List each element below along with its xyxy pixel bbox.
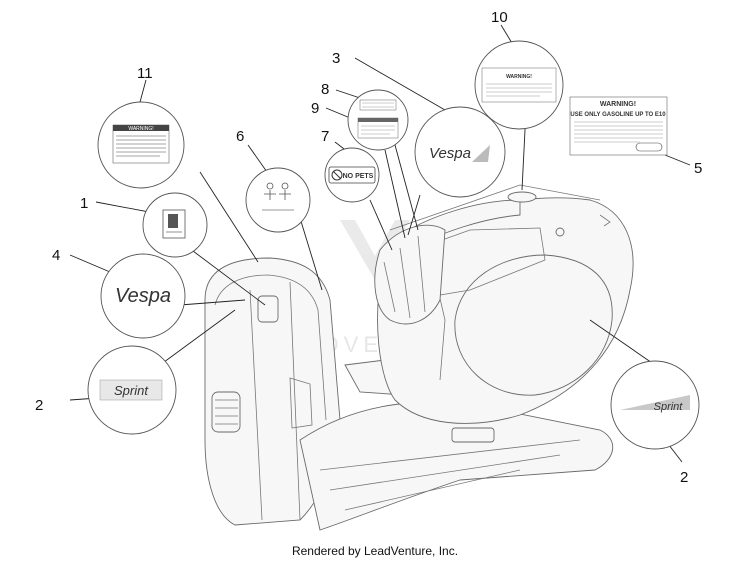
warning-text-11: WARNING! (128, 126, 153, 132)
fuel-line-1: USE ONLY GASOLINE UP TO E10 (570, 112, 666, 118)
vespa-logo-text: Vespa (115, 285, 171, 307)
leader-5 (664, 154, 691, 166)
decal-2-sprint-left: Sprint (87, 345, 177, 435)
leader-6 (247, 144, 268, 173)
watermark-logo (340, 220, 410, 280)
callout-6: 6 (236, 128, 244, 145)
leader-2-right (589, 319, 656, 366)
leader-8 (335, 89, 361, 99)
leader-11b (199, 171, 259, 263)
decal-8-9-labels (347, 89, 409, 151)
callout-1: 1 (80, 195, 88, 212)
side-panel (454, 254, 613, 396)
leader-4b (179, 299, 246, 306)
leader-1b (184, 244, 266, 306)
latch (555, 227, 565, 237)
callout-numbers: 1 2 2 3 4 5 6 7 8 9 10 11 (35, 9, 702, 486)
front-light (211, 391, 241, 433)
decal-10-warning-label: WARNING! (474, 40, 564, 130)
callout-2-right: 2 (680, 469, 688, 486)
leader-11 (139, 79, 147, 103)
callout-8: 8 (321, 81, 329, 98)
horn-cover (257, 295, 279, 323)
footer-credit: Rendered by LeadVenture, Inc. (291, 544, 459, 558)
leader-4 (69, 254, 111, 273)
decal-5-fuel-label: WARNING! USE ONLY GASOLINE UP TO E10 (569, 96, 668, 156)
callout-3: 3 (332, 50, 340, 67)
callout-5: 5 (694, 160, 702, 177)
inner-shield (374, 224, 446, 325)
fuel-cap (507, 191, 537, 203)
leader-lines (69, 24, 691, 463)
callout-2-left: 2 (35, 397, 43, 414)
decal-7-no-pets: NO PETS (324, 147, 380, 203)
callout-7: 7 (321, 128, 329, 145)
leader-2-left-b (159, 309, 236, 366)
decal-1-badge (142, 192, 208, 258)
sprint-text-left: Sprint (114, 383, 149, 398)
fuel-warning-heading: WARNING! (600, 101, 636, 108)
decal-3-vespa-side: Vespa (414, 106, 506, 198)
callout-4: 4 (52, 247, 60, 264)
callout-9: 9 (311, 100, 319, 117)
leader-9b (384, 149, 406, 239)
leader-3 (354, 57, 446, 111)
callout-10: 10 (491, 9, 508, 26)
sprint-text-right: Sprint (654, 401, 684, 413)
vespa-side-text: Vespa (429, 145, 471, 162)
callout-11: 11 (137, 65, 153, 82)
leader-6b (299, 217, 323, 291)
no-pets-text: NO PETS (343, 173, 374, 180)
decal-2-sprint-right: Sprint (610, 360, 700, 450)
leader-7b (369, 199, 393, 251)
decal-4-vespa-logo: Vespa (100, 253, 186, 339)
rear-step (451, 427, 495, 443)
warning-text-10: WARNING! (506, 74, 532, 80)
decal-11-warning-sticker: WARNING! (97, 101, 185, 189)
decal-6-child-sticker (245, 167, 311, 233)
leader-8b (394, 144, 419, 231)
